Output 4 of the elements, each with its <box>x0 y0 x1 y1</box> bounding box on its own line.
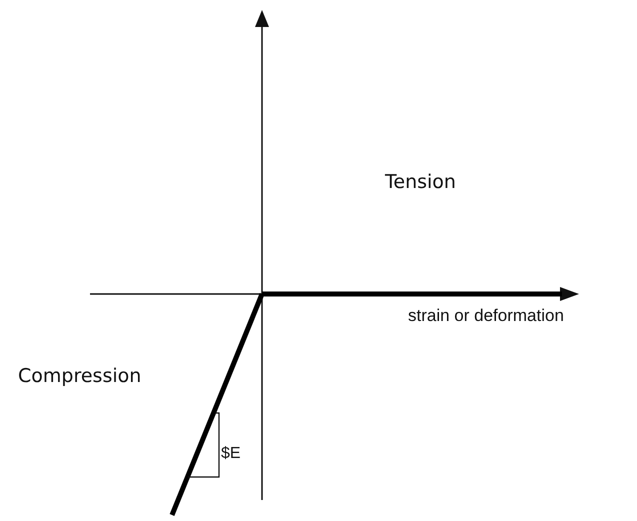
region-label: Tension <box>385 173 456 192</box>
region-label: Compression <box>18 367 142 386</box>
axis-label: strain or deformation <box>408 307 564 324</box>
slope-label: $E <box>221 446 241 462</box>
